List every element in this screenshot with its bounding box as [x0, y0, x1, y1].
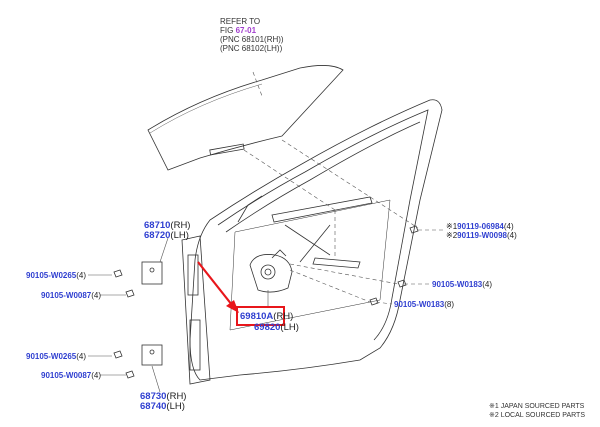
qty: (4)	[76, 352, 87, 361]
qty: (4)	[76, 271, 87, 280]
regulator-rail	[271, 196, 373, 223]
pnc-90105-w0265-upper-link[interactable]: 90105-W0265	[26, 271, 77, 280]
door-glass	[147, 65, 344, 171]
part-68720: 68720(LH)	[144, 231, 189, 241]
pnc-90105-w0265-lower-link[interactable]: 90105-W0265	[26, 352, 77, 361]
hinge-upper	[141, 261, 163, 285]
pointer-arrow	[197, 261, 239, 313]
part-90119-w0098: ※290119-W0098(4)	[446, 231, 517, 240]
side-rh: (RH)	[273, 311, 294, 322]
refer-to-label: REFER TO	[220, 17, 261, 26]
pnc-69810a-link[interactable]: 69810A	[240, 311, 274, 322]
side-lh: (LH)	[170, 230, 189, 241]
pnc-90119-06984-link[interactable]: 90119-06984	[457, 222, 504, 231]
pnc-90105-w0087-lower-link[interactable]: 90105-W0087	[41, 371, 92, 380]
part-68730: 68730(RH)	[140, 392, 186, 402]
source-mark: ※1	[446, 222, 458, 231]
source-mark: ※2	[446, 231, 458, 240]
fig-67-01-link[interactable]: 67-01	[235, 26, 257, 35]
part-90105-w0087-lower: 90105-W0087(4)	[41, 371, 101, 380]
side-rh: (RH)	[166, 391, 187, 402]
side-lh: (LH)	[166, 401, 185, 412]
hinge-lower	[141, 344, 163, 366]
bolt-icons	[113, 225, 419, 379]
part-90105-w0183-b: 90105-W0183(8)	[394, 300, 454, 309]
pnc-68720-link[interactable]: 68720	[144, 230, 171, 241]
pnc-90105-w0183-a-link[interactable]: 90105-W0183	[432, 280, 483, 289]
note-japan-sourced: ※1 JAPAN SOURCED PARTS	[489, 403, 585, 410]
part-69820: 69820(LH)	[254, 323, 299, 333]
qty: (4)	[482, 280, 493, 289]
qty: (8)	[444, 300, 455, 309]
pnc-69820-link[interactable]: 69820	[254, 322, 281, 333]
side-lh: (LH)	[280, 322, 299, 333]
part-68710: 68710(RH)	[144, 221, 190, 231]
qty: (4)	[91, 371, 102, 380]
door-frame	[189, 99, 443, 381]
part-68740: 68740(LH)	[140, 402, 185, 412]
highlight-box	[236, 306, 285, 326]
refer-fig-line: FIG 67-01	[220, 26, 256, 35]
pnc-68710-link[interactable]: 68710	[144, 220, 171, 231]
pnc-90105-w0183-b-link[interactable]: 90105-W0183	[394, 300, 445, 309]
refer-pnc-rh: (PNC 68101(RH))	[220, 35, 284, 44]
pnc-68730-link[interactable]: 68730	[140, 391, 167, 402]
side-rh: (RH)	[170, 220, 191, 231]
refer-pnc-lh: (PNC 68102(LH))	[220, 44, 283, 53]
refer-fig-prefix: FIG	[220, 26, 234, 35]
pnc-90105-w0087-upper-link[interactable]: 90105-W0087	[41, 291, 92, 300]
note-local-sourced: ※2 LOCAL SOURCED PARTS	[489, 412, 585, 419]
regulator-motor	[249, 254, 293, 293]
pnc-90119-w0098-link[interactable]: 90119-W0098	[457, 231, 507, 240]
part-90105-w0087-upper: 90105-W0087(4)	[41, 291, 101, 300]
qty: (4)	[506, 231, 517, 240]
qty: (4)	[91, 291, 102, 300]
part-69810a: 69810A(RH)	[240, 312, 293, 322]
pnc-68740-link[interactable]: 68740	[140, 401, 167, 412]
qty: (4)	[503, 222, 514, 231]
part-90105-w0183-a: 90105-W0183(4)	[432, 280, 492, 289]
part-90119-06984: ※190119-06984(4)	[446, 222, 514, 231]
part-90105-w0265-upper: 90105-W0265(4)	[26, 271, 86, 280]
part-90105-w0265-lower: 90105-W0265(4)	[26, 352, 86, 361]
